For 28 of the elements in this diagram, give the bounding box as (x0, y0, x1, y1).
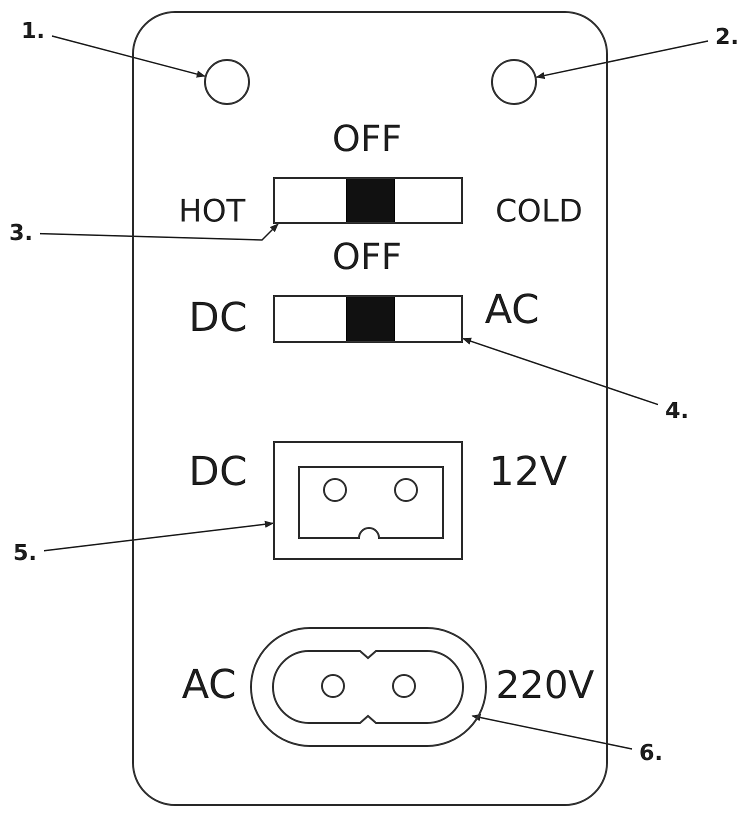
switch-label: OFF (332, 122, 402, 158)
callout-number: 1. (16, 16, 50, 46)
switch-label: COLD (495, 196, 583, 228)
socket-label: 220V (496, 666, 594, 704)
mounting-hole (491, 59, 537, 105)
switch-label: DC (188, 298, 248, 338)
switch-label: OFF (332, 240, 402, 276)
leader-line (472, 714, 632, 750)
ac-socket (250, 627, 487, 747)
switch-label: HOT (178, 196, 246, 228)
slide-switch (273, 177, 463, 224)
leader-line (44, 520, 274, 552)
callout-number: 3. (4, 218, 38, 248)
mounting-hole (204, 59, 250, 105)
callout-number: 2. (710, 22, 744, 52)
leader-line (52, 35, 206, 78)
socket-label: 12V (488, 452, 568, 492)
callout-number: 5. (8, 538, 42, 568)
dc-socket (273, 441, 463, 560)
slide-switch (273, 295, 463, 343)
callout-number: 6. (634, 738, 668, 768)
switch-label: AC (484, 290, 540, 330)
leader-line (462, 338, 658, 406)
leader-line (536, 40, 708, 80)
socket-label: AC (182, 665, 236, 705)
callout-number: 4. (660, 396, 694, 426)
leader-line (40, 223, 279, 241)
socket-label: DC (188, 452, 248, 492)
